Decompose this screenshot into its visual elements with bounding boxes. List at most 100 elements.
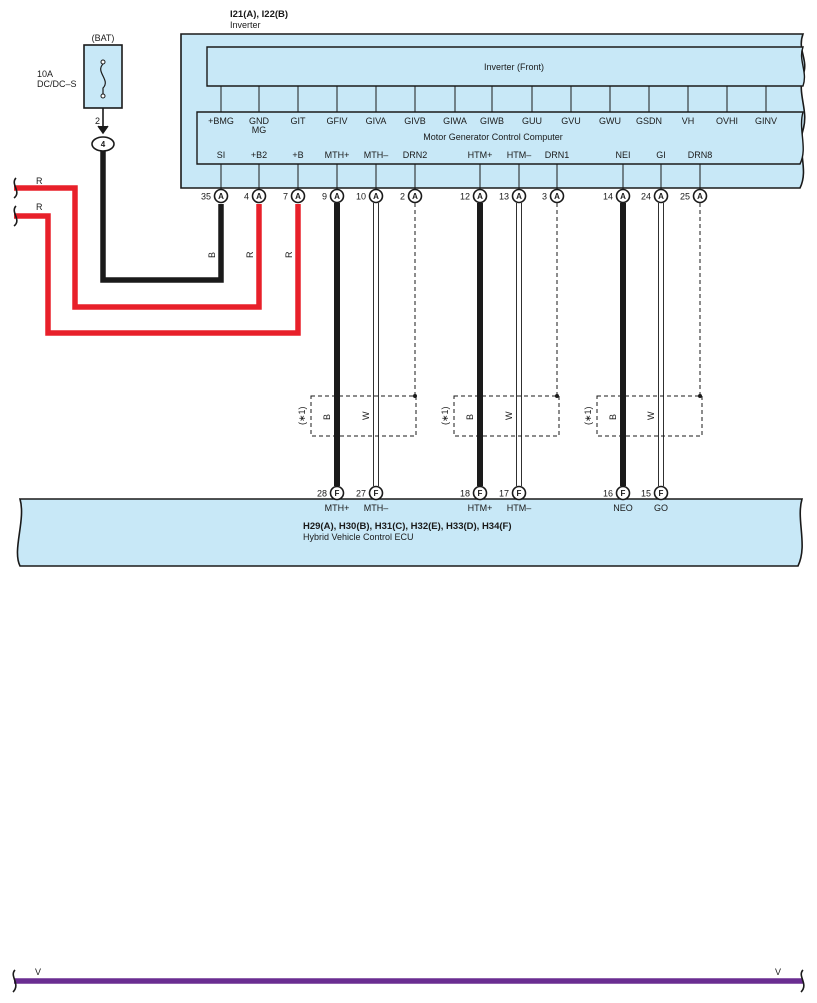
shield-black-label: B: [465, 414, 475, 420]
bottom-pin-label: SI: [217, 150, 226, 160]
ecu-connector-circle: [368, 485, 384, 501]
inverter-connector-circle: [472, 188, 488, 204]
inverter-pin-number: 4: [244, 192, 249, 202]
ecu-connector-circle: [511, 485, 527, 501]
mg-computer-panel: [196, 111, 804, 165]
drain-joint: [555, 394, 559, 398]
inverter-bottom-pins: SIA35+B2A4+BA7MTH+A9MTH–A10DRN2A2HTM+A12…: [201, 150, 713, 204]
top-pin-label: OVHI: [716, 116, 738, 126]
wire-black-label: B: [207, 252, 217, 258]
ecu-pin-number: 27: [356, 489, 366, 499]
top-pin-label: GVU: [561, 116, 581, 126]
inverter-pin-number: 13: [499, 192, 509, 202]
bottom-pin-label: HTM+: [468, 150, 493, 160]
ecu-connector-letter: F: [517, 489, 522, 498]
inverter-connector-circle: [290, 188, 306, 204]
inverter-connector-circle: [368, 188, 384, 204]
inverter-connector-letter: A: [620, 192, 626, 201]
junction-number: 4: [101, 140, 106, 149]
violet-wire-label-right: V: [775, 967, 781, 977]
violet-wire-label-left: V: [35, 967, 41, 977]
inverter-front-panel: [206, 46, 806, 87]
wire-red-b: [14, 204, 301, 336]
inverter-connector-letter: A: [218, 192, 224, 201]
shield-note: (∗1): [583, 406, 593, 425]
shield-white-label: W: [361, 411, 371, 420]
top-pin-label: GIVB: [404, 116, 426, 126]
inverter-connector-circle: [615, 188, 631, 204]
top-pin-label: VH: [682, 116, 695, 126]
top-pin-label: GSDN: [636, 116, 662, 126]
top-pin-label: +BMG: [208, 116, 234, 126]
ecu-connector-circle: [615, 485, 631, 501]
inverter-connector-letter: A: [477, 192, 483, 201]
inverter-connector-letter: A: [295, 192, 301, 201]
bottom-pin-label: +B: [292, 150, 303, 160]
inverter-connector-circle: [653, 188, 669, 204]
bottom-pin-label: DRN2: [403, 150, 428, 160]
inverter-pin-number: 7: [283, 192, 288, 202]
wire-break-icon: [800, 969, 805, 993]
inverter-connector-circle: [692, 188, 708, 204]
ecu-pin-label: HTM–: [507, 503, 532, 513]
inverter-connector-letter: A: [697, 192, 703, 201]
inverter-pin-number: 25: [680, 192, 690, 202]
drain-joint: [698, 394, 702, 398]
inverter-connector-circle: [549, 188, 565, 204]
fuse-arrow-icon: [97, 125, 109, 135]
top-pin-label: GND: [249, 116, 270, 126]
bottom-pin-label: +B2: [251, 150, 267, 160]
wire-red-label-2: R: [284, 251, 294, 258]
inverter-pin-number: 3: [542, 192, 547, 202]
inverter-connector-letter: A: [516, 192, 522, 201]
ecu-pin-label: NEO: [613, 503, 633, 513]
bottom-pin-label: NEI: [615, 150, 630, 160]
left-wire-label-2: R: [36, 202, 43, 212]
top-pin-label: GIVA: [366, 116, 387, 126]
ecu-pin-number: 15: [641, 489, 651, 499]
shield-box: [310, 395, 417, 437]
bottom-pin-label: GI: [656, 150, 666, 160]
inverter-connector-circle: [213, 188, 229, 204]
inverter-pin-number: 12: [460, 192, 470, 202]
top-pin-label: GIWA: [443, 116, 467, 126]
wire-break-icon: [12, 969, 17, 993]
inverter-front-label: Inverter (Front): [484, 62, 544, 72]
inverter-name: Inverter: [230, 20, 261, 30]
ecu-pin-label: GO: [654, 503, 668, 513]
bottom-pin-label: MTH–: [364, 150, 389, 160]
ecu-panel: [16, 498, 804, 567]
inverter-connector-letter: A: [554, 192, 560, 201]
bottom-pin-label: DRN8: [688, 150, 713, 160]
ecu-connector-letter: F: [335, 489, 340, 498]
ecu-connector-letter: F: [478, 489, 483, 498]
inverter-connector-letter: A: [658, 192, 664, 201]
inverter-connector-letter: A: [334, 192, 340, 201]
top-pin-label: GIT: [291, 116, 307, 126]
wire-break-icon: [13, 205, 18, 227]
bottom-pin-label: MTH+: [325, 150, 350, 160]
ecu-pin-number: 28: [317, 489, 327, 499]
inverter-pin-number: 9: [322, 192, 327, 202]
ecu-pin-label: MTH+: [325, 503, 350, 513]
ecu-connector-circle: [472, 485, 488, 501]
shield-white-label: W: [646, 411, 656, 420]
ecu-pin-number: 17: [499, 489, 509, 499]
ecu-connector-circle: [329, 485, 345, 501]
shield-note: (∗1): [440, 406, 450, 425]
top-pin-sublabel: MG: [252, 125, 267, 135]
bottom-pin-label: DRN1: [545, 150, 570, 160]
ecu-pin-label: HTM+: [468, 503, 493, 513]
inverter-connector-letter: A: [256, 192, 262, 201]
ecu-connector-ids: H29(A), H30(B), H31(C), H32(E), H33(D), …: [303, 521, 512, 532]
inverter-connector-circle: [511, 188, 527, 204]
wire-black-si: [100, 151, 224, 283]
fuse-pin: 2: [95, 116, 100, 126]
ecu-pin-number: 18: [460, 489, 470, 499]
ecu-pin-number: 16: [603, 489, 613, 499]
fuse-icon: [100, 59, 106, 99]
fuse-header: (BAT): [92, 33, 115, 43]
